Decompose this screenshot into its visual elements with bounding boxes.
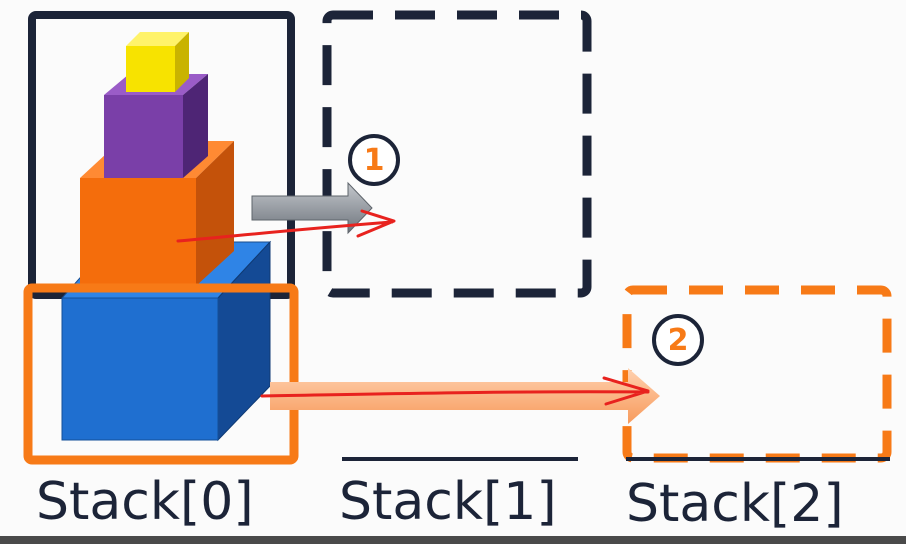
step-2-number: 2 [667,322,689,358]
stack-2-dashed-frame [622,285,892,463]
move-2-arrow [270,368,660,424]
yellow-block [126,32,189,92]
stack-1-label: Stack[1] [339,472,557,532]
move-1-arrow [251,181,373,235]
stack-0-label: Stack[0] [36,472,254,532]
stack-1-dashed-frame [322,10,592,298]
move-1-red-stroke [176,209,396,243]
purple-block [104,74,208,178]
step-2-badge: 2 [652,314,704,366]
step-1-number: 1 [363,142,385,178]
bottom-bar [0,536,906,544]
move-2-red-stroke [260,376,650,406]
stack-0-bottom-highlight [23,283,299,465]
step-1-badge: 1 [348,134,400,186]
stack-2-label: Stack[2] [626,474,844,534]
